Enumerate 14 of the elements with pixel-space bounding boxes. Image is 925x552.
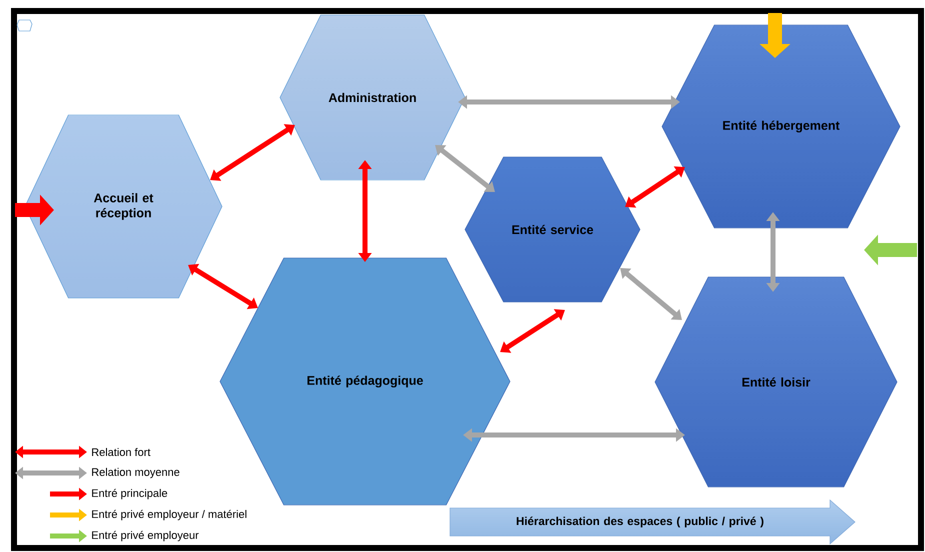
legend-text: Relation fort xyxy=(92,448,150,456)
legend-text: Entré principale xyxy=(92,488,168,500)
hexagon: Entité loisir xyxy=(654,276,898,488)
hexagon: Accueil et réception xyxy=(24,114,222,298)
arrow xyxy=(625,166,685,208)
legend-text: Entré privé employeur xyxy=(92,530,199,542)
hexagon: Administration xyxy=(280,14,466,180)
hexagon: Entité service xyxy=(464,156,640,302)
arrow xyxy=(435,145,495,192)
hexagon: Entité pédagogique xyxy=(220,258,510,506)
legend-text: Entré privé employeur / matériel xyxy=(92,510,246,520)
legend-text: Relation moyenne xyxy=(92,468,180,478)
arrow xyxy=(620,268,682,320)
hexagon: Entité hébergement xyxy=(662,24,900,228)
